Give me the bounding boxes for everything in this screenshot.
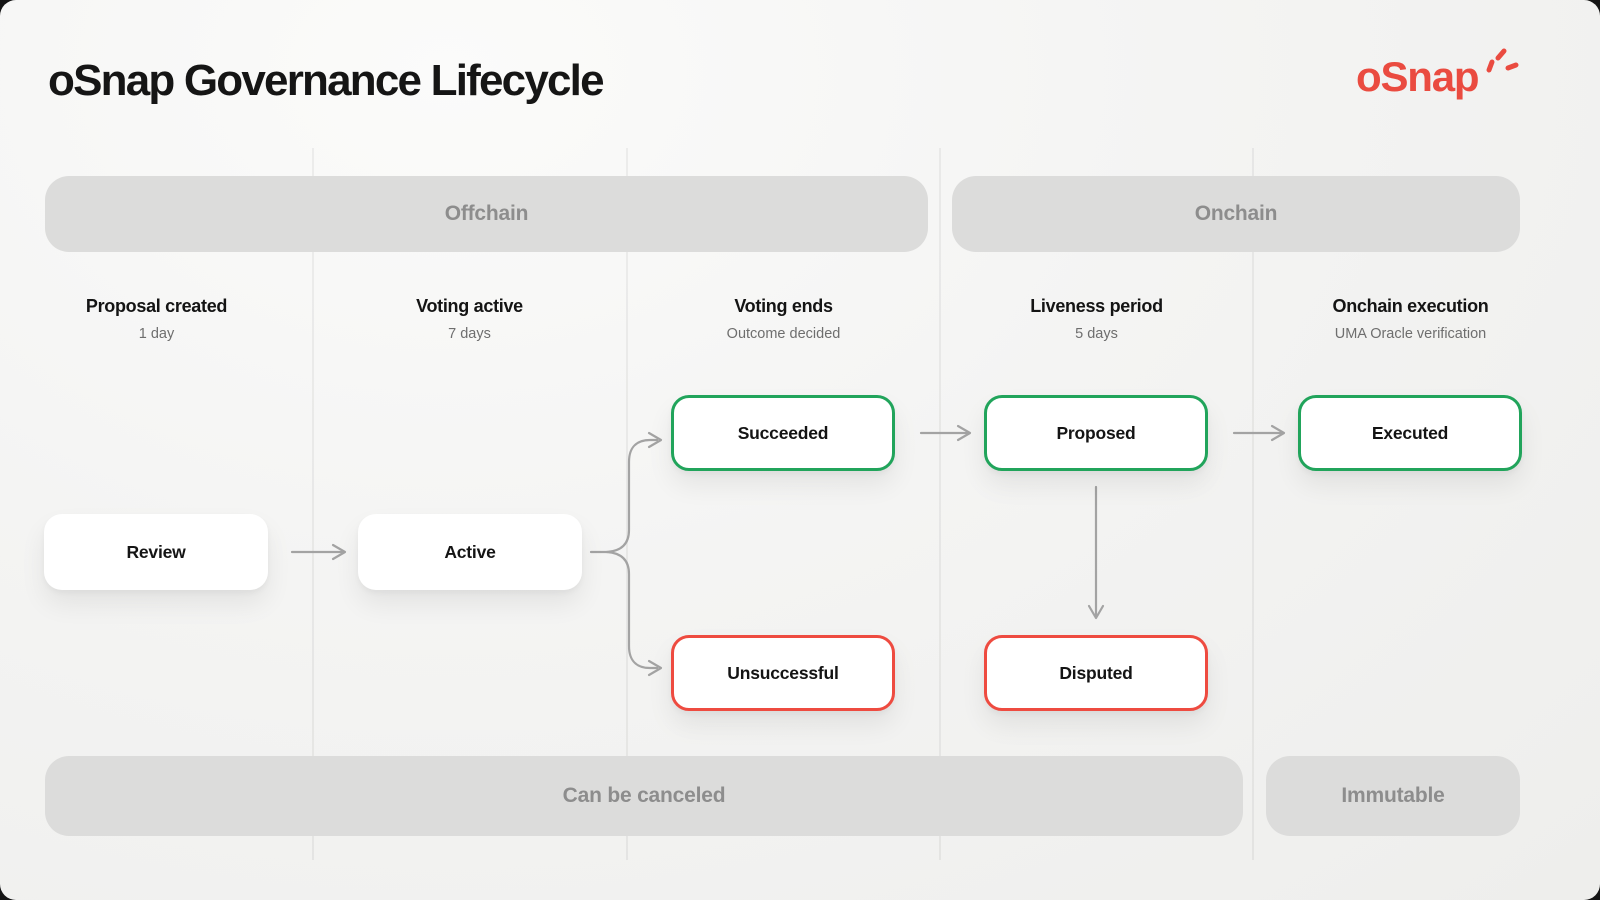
can-be-canceled-label: Can be canceled xyxy=(562,784,726,807)
node-label: Executed xyxy=(1371,422,1449,443)
node-disputed: Disputed xyxy=(984,635,1208,711)
column-title: Proposal created xyxy=(85,296,228,316)
node-review: Review xyxy=(44,514,268,590)
node-executed: Executed xyxy=(1298,395,1522,471)
node-label: Active xyxy=(444,541,496,562)
arrow-active-to-succeeded xyxy=(605,438,659,554)
column-divider xyxy=(626,148,628,860)
snap-spark-icon xyxy=(1486,48,1519,73)
osnap-logo-text: oSnap xyxy=(1356,53,1480,100)
column-divider xyxy=(312,148,314,860)
column-subtitle: 5 days xyxy=(1075,326,1118,342)
node-proposed: Proposed xyxy=(984,395,1208,471)
column-divider xyxy=(939,148,941,860)
node-label: Unsuccessful xyxy=(727,662,839,683)
column-title: Liveness period xyxy=(1030,296,1163,316)
column-subtitle: 7 days xyxy=(448,326,491,342)
onchain-band: Onchain xyxy=(952,176,1520,252)
node-active: Active xyxy=(358,514,582,590)
onchain-band-label: Onchain xyxy=(1194,202,1278,225)
column-header-voting-active: Voting active 7 days xyxy=(313,296,626,342)
node-succeeded: Succeeded xyxy=(671,395,895,471)
column-header-liveness-period: Liveness period 5 days xyxy=(940,296,1253,342)
column-header-onchain-execution: Onchain execution UMA Oracle verificatio… xyxy=(1254,296,1567,342)
arrow-active-to-unsuccessful xyxy=(605,550,659,670)
immutable-label: Immutable xyxy=(1341,784,1445,807)
column-title: Voting ends xyxy=(734,296,833,316)
column-header-voting-ends: Voting ends Outcome decided xyxy=(627,296,940,342)
node-label: Succeeded xyxy=(737,422,829,443)
column-subtitle: Outcome decided xyxy=(726,326,841,342)
immutable-band: Immutable xyxy=(1266,756,1520,836)
offchain-band-label: Offchain xyxy=(444,202,529,225)
node-unsuccessful: Unsuccessful xyxy=(671,635,895,711)
column-subtitle: UMA Oracle verification xyxy=(1334,326,1487,342)
can-be-canceled-band: Can be canceled xyxy=(45,756,1243,836)
column-header-proposal-created: Proposal created 1 day xyxy=(0,296,313,342)
column-title: Onchain execution xyxy=(1332,296,1489,316)
osnap-logo: oSnap xyxy=(1356,48,1520,100)
page-title: oSnap Governance Lifecycle xyxy=(48,56,605,105)
node-label: Review xyxy=(126,541,186,562)
offchain-band: Offchain xyxy=(45,176,928,252)
node-label: Disputed xyxy=(1059,662,1133,683)
column-title: Voting active xyxy=(416,296,523,316)
node-label: Proposed xyxy=(1056,422,1136,443)
column-divider xyxy=(1252,148,1254,860)
column-subtitle: 1 day xyxy=(138,326,175,342)
